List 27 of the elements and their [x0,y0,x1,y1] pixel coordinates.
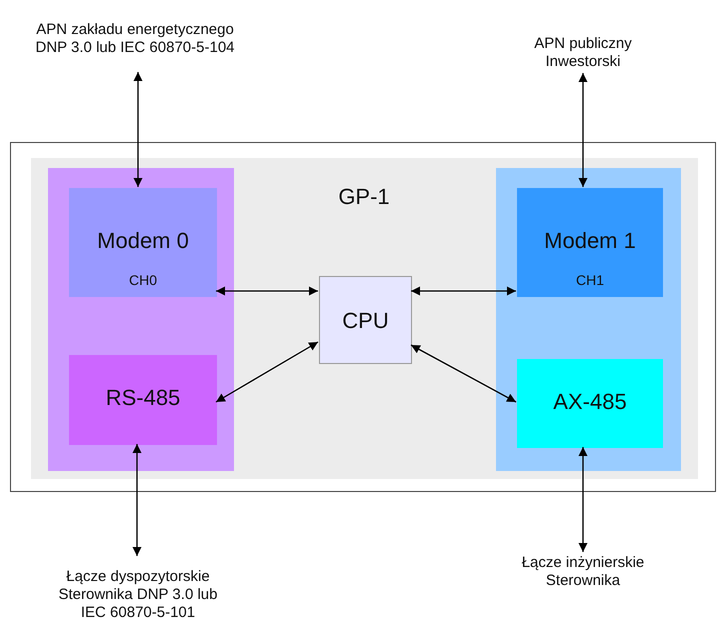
component-title: AX-485 [552,389,628,415]
connection-label: APN zakładu energetycznego DNP 3.0 lub IEC 60870-5-104 [34,21,236,57]
double-arrow [578,73,588,187]
module-panel [48,168,234,471]
component-title: RS-485 [104,385,182,411]
interface-box [69,355,217,445]
connection-label: Łącze dyspozytorskie Sterownika DNP 3.0 lub IEC 60870-5-101 [58,568,218,622]
module-panel [496,168,681,471]
device-title: GP-1 [337,184,391,210]
component-title: Modem 0 [96,228,190,254]
modem-box [517,188,663,297]
double-arrow [134,72,142,187]
connection-label: APN publiczny Inwestorski [533,35,633,71]
double-arrow [578,447,588,552]
modem-box [69,188,217,297]
double-arrow [410,344,516,403]
double-arrow [216,341,318,403]
interface-box [517,359,663,448]
component-title: CPU [341,308,390,334]
connection-label: Łącze inżynierskie Sterownika [520,554,646,590]
double-arrow [216,286,318,296]
double-arrow [132,444,142,556]
channel-label: CH1 [574,272,605,288]
cpu-box [319,276,412,364]
double-arrow [411,286,516,296]
component-title: Modem 1 [543,228,637,254]
channel-label: CH0 [128,272,158,288]
